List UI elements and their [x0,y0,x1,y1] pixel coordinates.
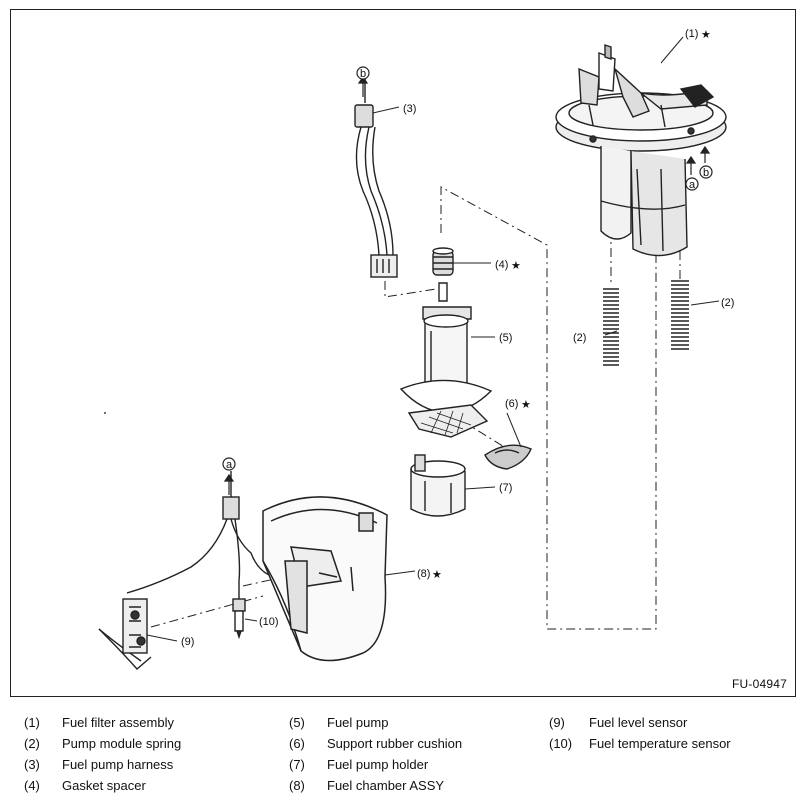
marker-circles [222,66,713,471]
legend-item: (4) Gasket spacer [24,775,181,796]
legend-number: (6) [289,736,305,751]
fuel-chamber-assy [262,496,388,662]
callout-9: (9) [181,636,194,648]
legend-number: (7) [289,757,305,772]
legend-item: (3) Fuel pump harness [24,754,181,775]
callout-4: (4) [495,259,508,271]
legend-label: Fuel temperature sensor [589,736,731,751]
marker-a-bottom: a [226,459,233,471]
callout-5: (5) [499,332,512,344]
legend-number: (2) [24,736,40,751]
legend-column-2: (5) Fuel pump (6) Support rubber cushion (… [289,712,462,796]
legend-number: (4) [24,778,40,793]
fuel-pump-holder [410,454,466,517]
callout-2-right: (2) [721,297,734,309]
callout-7: (7) [499,482,512,494]
fuel-temperature-sensor [232,581,246,640]
legend-label: Gasket spacer [62,778,146,793]
callout-4-star: ★ [511,260,521,272]
legend-label: Pump module spring [62,736,182,751]
fuel-level-sensor [98,471,270,670]
legend-item: (7) Fuel pump holder [289,754,462,775]
callout-8-star: ★ [432,569,442,581]
legend-label: Fuel pump harness [62,757,174,772]
legend-item: (2) Pump module spring [24,733,181,754]
callout-1: (1) [685,28,698,40]
callout-10: (10) [259,616,279,628]
stray-dot [104,412,106,414]
legend-number: (9) [549,715,565,730]
callout-8: (8) [417,568,430,580]
legend-number: (3) [24,757,40,772]
legend-label: Fuel filter assembly [62,715,174,730]
legend-item: (10) Fuel temperature sensor [549,733,731,754]
figure-code: FU-04947 [732,677,787,691]
exploded-view-diagram: b a a b (1) ★ (3) (4) ★ (2) (2) (5) (6) … [98,28,734,670]
legend-label: Support rubber cushion [327,736,463,751]
parts-legend: (1) Fuel filter assembly (2) Pump module s… [24,712,794,798]
legend-label: Fuel level sensor [589,715,688,730]
legend-number: (5) [289,715,305,730]
legend-label: Fuel chamber ASSY [327,778,445,793]
fuel-filter-assembly [555,44,727,257]
leader-lines [146,36,720,642]
legend-column-1: (1) Fuel filter assembly (2) Pump module s… [24,712,181,796]
legend-number: (8) [289,778,305,793]
pump-module-spring-right [671,280,689,350]
fuel-pump-harness [354,77,398,278]
marker-arrows [223,75,711,495]
callout-6-star: ★ [521,399,531,411]
callout-2-left: (2) [573,332,586,344]
callout-3: (3) [403,103,416,115]
legend-item: (5) Fuel pump [289,712,462,733]
fuel-pump [399,282,493,438]
support-rubber-cushion [484,444,532,470]
pump-module-spring-left [603,288,619,366]
legend-column-3: (9) Fuel level sensor (10) Fuel temperatur… [549,712,731,754]
legend-item: (6) Support rubber cushion [289,733,462,754]
marker-a-top: a [689,179,696,191]
marker-b-top: b [360,68,366,80]
legend-item: (1) Fuel filter assembly [24,712,181,733]
callout-1-star: ★ [701,29,711,41]
legend-number: (10) [549,736,573,751]
legend-label: Fuel pump [327,715,389,730]
legend-number: (1) [24,715,40,730]
callout-6: (6) [505,398,518,410]
legend-item: (8) Fuel chamber ASSY [289,775,462,796]
legend-label: Fuel pump holder [327,757,429,772]
legend-item: (9) Fuel level sensor [549,712,731,733]
diagram-frame: b a a b (1) ★ (3) (4) ★ (2) (2) (5) (6) … [10,9,796,697]
marker-b-bottom: b [703,167,709,179]
gasket-spacer [432,247,454,276]
